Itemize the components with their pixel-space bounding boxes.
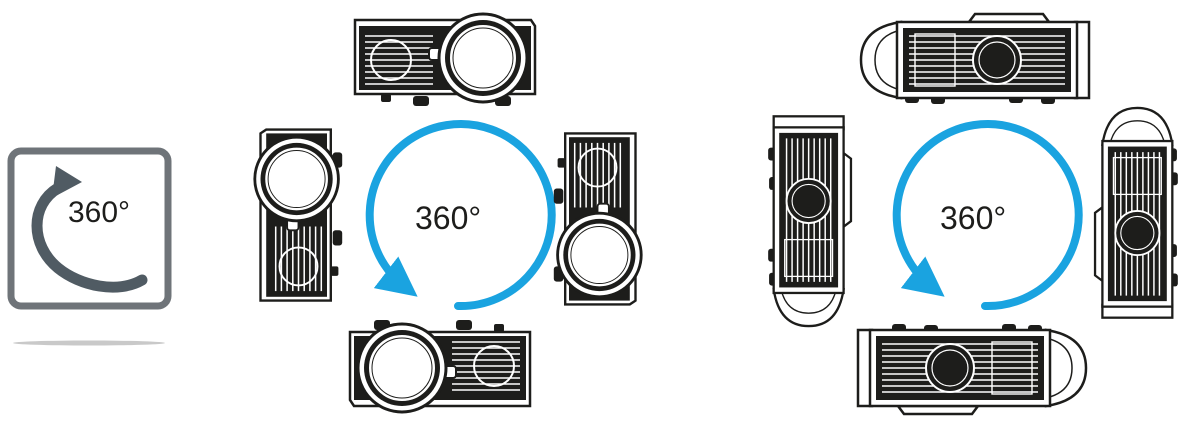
projector-side-rotated-left xyxy=(767,115,853,328)
side-rotation-label: 360° xyxy=(940,200,1006,236)
icon-label: 360° xyxy=(68,196,130,229)
projector-front-rotated-left xyxy=(253,128,344,303)
projector-front-rotated-right xyxy=(552,131,643,306)
projector-side-upright xyxy=(859,12,1091,106)
projector-side-inverted xyxy=(856,322,1088,416)
rotation-360-icon: 360° xyxy=(7,147,172,346)
front-rotation-group: 360° xyxy=(253,12,643,414)
icon-arrow-head xyxy=(52,166,82,198)
icon-rotation-arc xyxy=(31,182,148,293)
projector-side-rotated-right xyxy=(1093,106,1179,319)
side-rotation-group: 360° xyxy=(767,12,1179,416)
icon-shadow xyxy=(13,340,165,346)
front-rotation-label: 360° xyxy=(415,200,481,236)
projector-front-upright xyxy=(353,12,537,108)
front-rotation-circle xyxy=(365,120,556,311)
projector-front-inverted xyxy=(348,318,532,414)
side-rotation-circle xyxy=(892,120,1083,311)
